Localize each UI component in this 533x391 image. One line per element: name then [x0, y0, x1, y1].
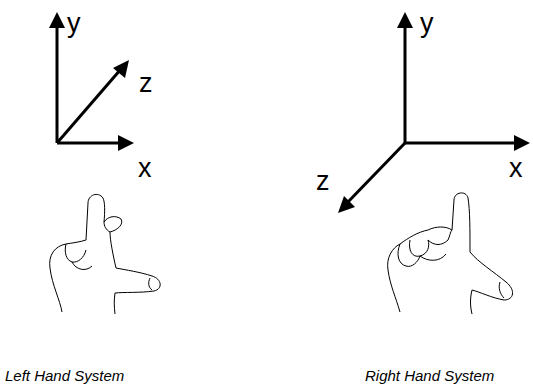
right-axes: [346, 24, 520, 204]
caption-label: Right Hand System: [365, 368, 494, 383]
axis-label: z: [316, 168, 330, 195]
right-hand: [388, 193, 513, 314]
axis-label: y: [67, 10, 81, 37]
axis-label: x: [509, 155, 523, 182]
right-arrowheads: [338, 12, 530, 213]
axis-label: y: [420, 10, 434, 37]
axis-label: z: [139, 70, 153, 97]
axis-label: x: [138, 155, 152, 182]
left-arrowheads: [49, 12, 134, 151]
left-axes: [57, 24, 124, 143]
caption-label: Left Hand System: [5, 368, 124, 383]
left-hand: [50, 194, 161, 314]
